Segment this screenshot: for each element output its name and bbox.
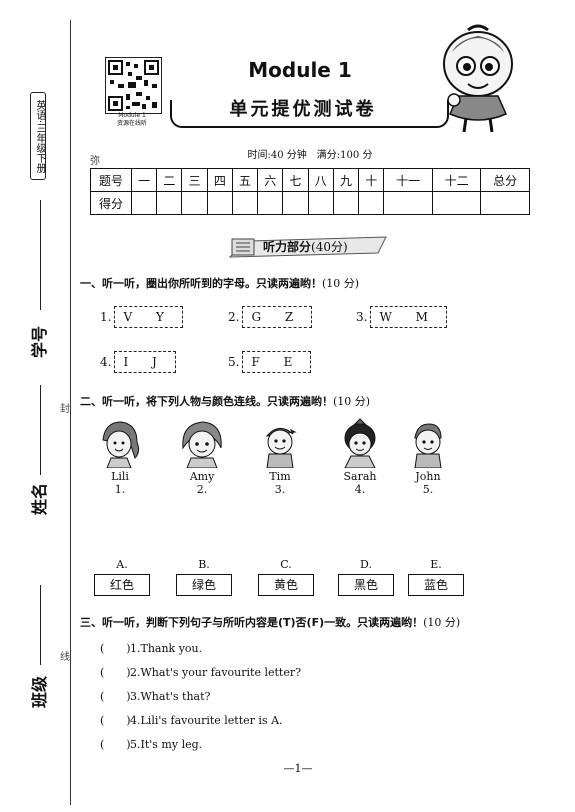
color-option-b: B. 绿色 — [176, 558, 232, 596]
letter-box[interactable]: V Y — [114, 306, 183, 328]
section-1-title: 一、听一听，圈出你所听到的字母。只读两遍哟！(10 分) — [80, 277, 360, 290]
seal-mark-feng: 封 — [60, 404, 70, 415]
score-header-cell: 总分 — [480, 168, 530, 192]
color-box-blue[interactable]: 蓝色 — [408, 574, 464, 596]
page-number: —1— — [283, 762, 313, 775]
color-box-green[interactable]: 绿色 — [176, 574, 232, 596]
answer-blank[interactable]: ( ) — [100, 642, 131, 655]
score-header-cell: 一 — [130, 168, 158, 192]
judge-item-1: ( )1.Thank you. — [100, 642, 203, 655]
score-table: 题号一二三四五六七八九十十一十二总分 得分 — [90, 168, 530, 215]
seal-mark-mi: 弥 — [90, 156, 100, 167]
boy-icon — [414, 423, 442, 468]
score-header-cell: 七 — [282, 168, 309, 192]
answer-blank[interactable]: ( ) — [100, 690, 131, 703]
color-option-a: A. 红色 — [94, 558, 150, 596]
score-header-cell: 五 — [231, 168, 259, 192]
score-header-cell: 二 — [156, 168, 183, 192]
student-id-line[interactable] — [40, 200, 41, 310]
title-bracket — [170, 100, 449, 128]
color-box-red[interactable]: 红色 — [94, 574, 150, 596]
score-entry-cell[interactable] — [231, 191, 259, 215]
girl-icon — [102, 421, 140, 468]
color-option-e: E. 蓝色 — [408, 558, 464, 596]
score-header-label: 题号 — [90, 168, 132, 192]
letter-item-1: 1.V Y — [100, 306, 183, 328]
answer-blank[interactable]: ( ) — [100, 666, 131, 679]
class-line[interactable] — [40, 585, 41, 665]
section-2-title: 二、听一听，将下列人物与颜色连线。只读两遍哟！(10 分) — [80, 395, 371, 408]
letter-box[interactable]: I J — [114, 351, 176, 373]
score-entry-cell[interactable] — [383, 191, 433, 215]
name-label: 姓名 — [30, 482, 50, 516]
qr-caption: Module 1 资源在线听 — [116, 112, 147, 127]
letter-box[interactable]: G Z — [242, 306, 313, 328]
time-info: 时间:40 分钟 满分:100 分 — [247, 150, 373, 161]
boy-icon — [265, 428, 297, 468]
score-header-cell: 六 — [257, 168, 284, 192]
letter-box[interactable]: W M — [370, 306, 447, 328]
score-value-row: 得分 — [90, 191, 530, 215]
score-entry-cell[interactable] — [257, 191, 284, 215]
score-entry-cell[interactable] — [358, 191, 385, 215]
score-header-cell: 十二 — [431, 168, 482, 192]
section-3-title: 三、听一听，判断下列句子与所听内容是(T)否(F)一致。只读两遍哟！(10 分) — [80, 616, 461, 629]
letter-box[interactable]: F E — [242, 351, 312, 373]
judge-item-5: ( )5.It's my leg. — [100, 738, 203, 751]
class-label: 班级 — [30, 675, 50, 709]
score-header-cell: 三 — [181, 168, 208, 192]
judge-item-2: ( )2.What's your favourite letter? — [100, 666, 301, 679]
color-option-d: D. 黑色 — [338, 558, 394, 596]
score-entry-cell[interactable] — [332, 191, 360, 215]
score-header-cell: 十一 — [383, 168, 433, 192]
score-entry-cell[interactable] — [307, 191, 334, 215]
score-header-cell: 八 — [307, 168, 334, 192]
letter-item-4: 4.I J — [100, 351, 176, 373]
score-row-label: 得分 — [90, 191, 132, 215]
score-entry-cell[interactable] — [480, 191, 530, 215]
score-entry-cell[interactable] — [181, 191, 208, 215]
score-header-row: 题号一二三四五六七八九十十一十二总分 — [90, 168, 530, 192]
score-entry-cell[interactable] — [431, 191, 482, 215]
score-entry-cell[interactable] — [156, 191, 183, 215]
unit-title: 单元提优测试卷 — [229, 99, 377, 120]
color-box-black[interactable]: 黑色 — [338, 574, 394, 596]
qr-code[interactable] — [105, 57, 162, 114]
name-line[interactable] — [40, 385, 41, 475]
module-title: Module 1 — [248, 58, 352, 82]
girl-icon — [344, 418, 376, 468]
score-entry-cell[interactable] — [130, 191, 158, 215]
seal-mark-xian: 线 — [60, 652, 70, 663]
letter-item-3: 3.W M — [356, 306, 447, 328]
judge-item-4: ( )4.Lili's favourite letter is A. — [100, 714, 283, 727]
score-header-cell: 九 — [332, 168, 360, 192]
listening-banner-label: 听力部分(40分) — [263, 240, 348, 254]
score-header-cell: 四 — [206, 168, 233, 192]
binding-line — [70, 20, 71, 805]
subject-label: 英语·三年级下册 — [30, 92, 46, 180]
student-id-label: 学号 — [30, 325, 50, 359]
score-header-cell: 十 — [358, 168, 385, 192]
color-option-c: C. 黄色 — [258, 558, 314, 596]
answer-blank[interactable]: ( ) — [100, 714, 131, 727]
mascot-illustration — [443, 24, 513, 133]
color-box-yellow[interactable]: 黄色 — [258, 574, 314, 596]
score-entry-cell[interactable] — [206, 191, 233, 215]
answer-blank[interactable]: ( ) — [100, 738, 131, 751]
judge-item-3: ( )3.What's that? — [100, 690, 211, 703]
letter-item-2: 2.G Z — [228, 306, 313, 328]
listening-banner — [228, 236, 387, 258]
score-entry-cell[interactable] — [282, 191, 309, 215]
letter-item-5: 5.F E — [228, 351, 312, 373]
girl-icon — [182, 421, 222, 468]
